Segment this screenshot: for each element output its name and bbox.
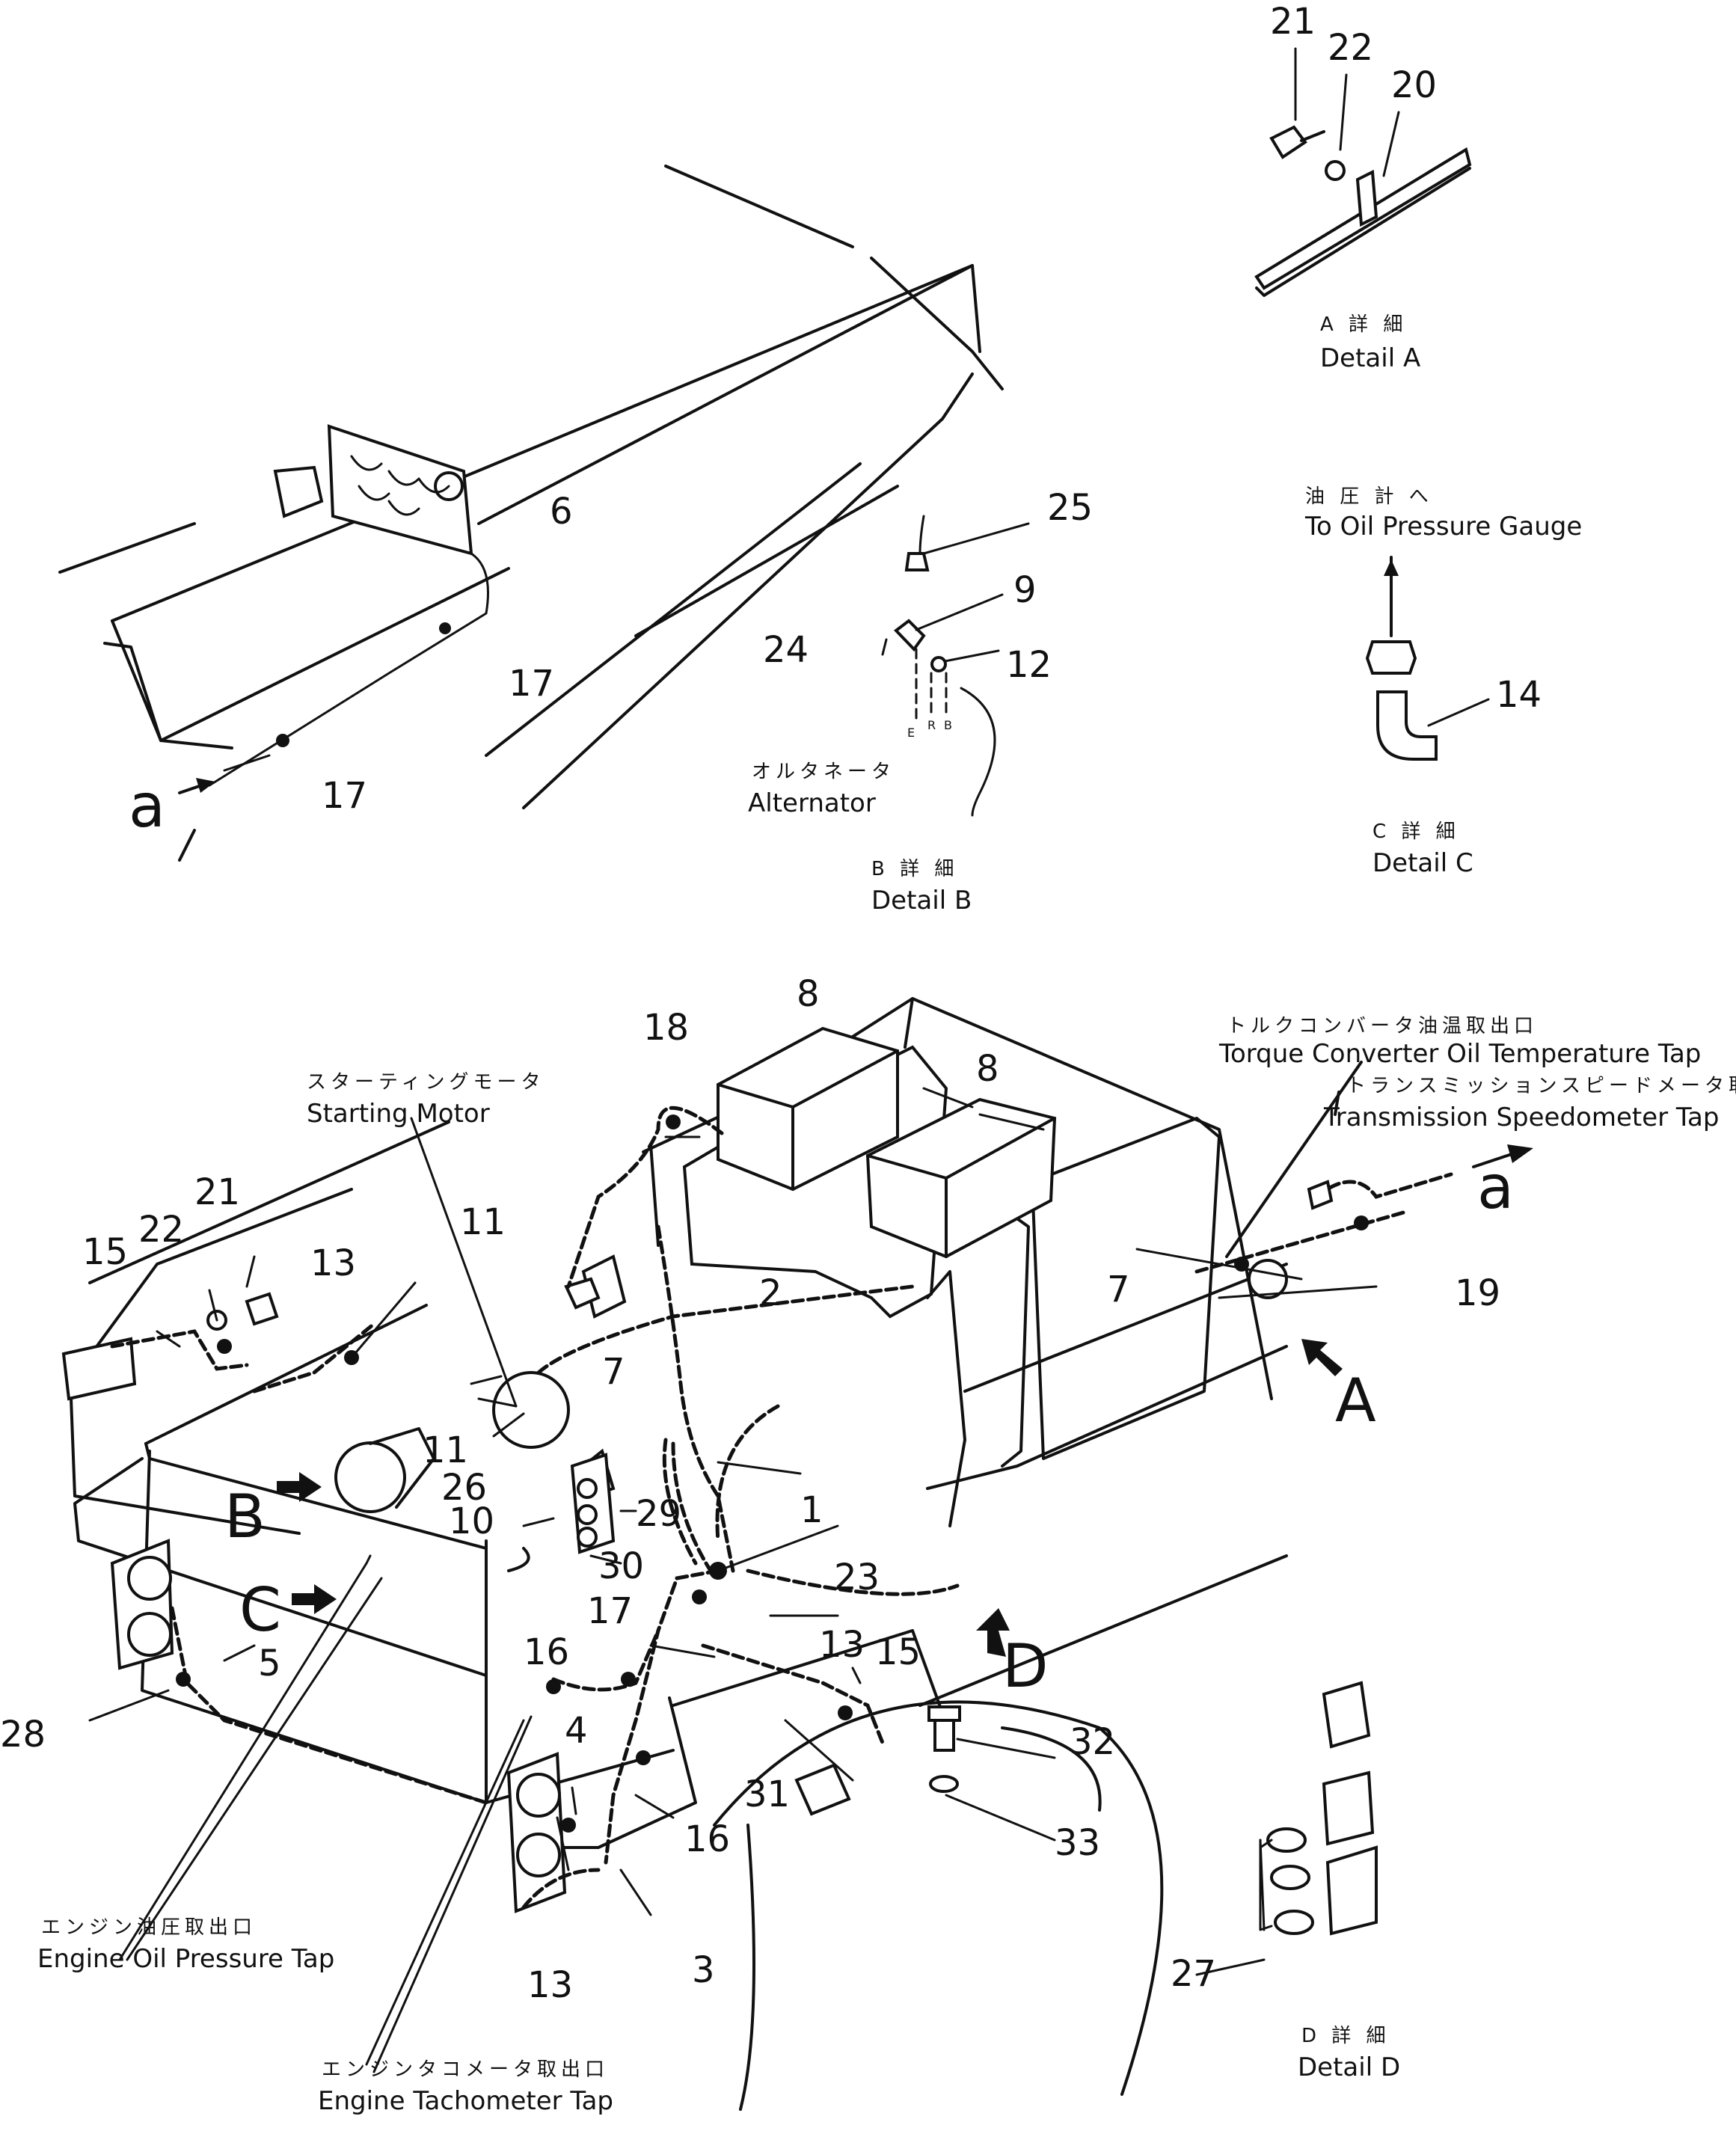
callout-13c: 13 <box>527 1964 573 2006</box>
engine-tach-jp: エンジンタコメータ取出口 <box>322 2058 609 2081</box>
callout-18: 18 <box>643 1007 689 1049</box>
annotations: A 詳 細 Detail A 油 圧 計 へ To Oil Pressure G… <box>37 313 1736 2116</box>
terminal-r: R <box>927 718 936 732</box>
callout-5: 5 <box>258 1643 281 1684</box>
detail-a-jp: A 詳 細 <box>1320 313 1407 336</box>
detail-d-en: Detail D <box>1298 2052 1400 2082</box>
view-marker-a-left: a <box>129 771 165 841</box>
callout-27: 27 <box>1171 1953 1216 1995</box>
callout-17c: 17 <box>587 1590 633 1632</box>
main-chassis-view <box>61 778 1533 2111</box>
detail-c-jp: C 詳 細 <box>1372 821 1460 843</box>
callout-17: 17 <box>509 663 554 705</box>
callout-21: 21 <box>1270 1 1316 43</box>
transmission-jp: トランスミッションスピードメータ取出口 <box>1346 1075 1736 1097</box>
callout-13b: 13 <box>819 1624 865 1666</box>
transmission-en: Transmission Speedometer Tap <box>1323 1103 1719 1132</box>
detail-a-view <box>1254 47 1472 297</box>
callout-21b: 21 <box>194 1171 240 1213</box>
view-markers: a a A B C D <box>129 771 1514 1701</box>
callout-13: 13 <box>310 1242 356 1284</box>
callout-4: 4 <box>565 1710 588 1752</box>
torque-converter-jp: トルクコンバータ油温取出口 <box>1227 1015 1538 1037</box>
detail-b-en: Detail B <box>871 886 972 916</box>
callout-7: 7 <box>602 1351 625 1393</box>
callout-11b: 11 <box>423 1429 468 1471</box>
callout-33: 33 <box>1055 1822 1100 1864</box>
callout-32: 32 <box>1070 1721 1115 1763</box>
callout-6: 6 <box>550 491 573 533</box>
detail-a-en: Detail A <box>1320 343 1420 373</box>
callout-23: 23 <box>834 1557 880 1598</box>
callout-30: 30 <box>598 1545 644 1587</box>
view-marker-a-right: a <box>1477 1153 1514 1222</box>
callout-24: 24 <box>763 629 809 671</box>
upper-fender-view <box>58 165 1004 862</box>
view-marker-A: A <box>1335 1366 1376 1435</box>
callout-8: 8 <box>797 973 820 1015</box>
terminal-e: E <box>907 726 915 740</box>
callout-25: 25 <box>1047 487 1093 529</box>
engine-oil-jp: エンジン油圧取出口 <box>41 1916 257 1939</box>
detail-d-jp: D 詳 細 <box>1301 2025 1390 2047</box>
oil-gauge-jp: 油 圧 計 へ <box>1305 485 1433 508</box>
alternator-en: Alternator <box>748 788 876 818</box>
callout-11: 11 <box>460 1201 506 1243</box>
callout-9: 9 <box>1013 569 1037 611</box>
detail-c-en: Detail C <box>1372 848 1473 878</box>
detail-b-jp: B 詳 細 <box>871 858 958 880</box>
detail-b-view <box>881 515 1030 817</box>
view-marker-D: D <box>1002 1631 1049 1701</box>
callout-17b: 17 <box>322 775 367 817</box>
callout-20: 20 <box>1391 64 1437 106</box>
callout-16b: 16 <box>684 1818 730 1860</box>
callout-3: 3 <box>692 1949 715 1991</box>
detail-c-view <box>1365 556 1490 761</box>
callout-22b: 22 <box>138 1209 184 1251</box>
callout-31: 31 <box>744 1773 790 1815</box>
view-marker-B: B <box>224 1482 266 1551</box>
callout-8b: 8 <box>976 1048 999 1090</box>
callout-10: 10 <box>449 1500 494 1542</box>
callout-15b: 15 <box>875 1631 921 1673</box>
callout-19: 19 <box>1455 1272 1500 1314</box>
callout-29: 29 <box>636 1493 681 1535</box>
view-marker-C: C <box>239 1575 281 1645</box>
callout-2: 2 <box>759 1272 782 1314</box>
callout-numbers: 21 22 20 6 17 17 25 9 24 12 14 18 8 8 11… <box>0 1 1542 2006</box>
oil-gauge-en: To Oil Pressure Gauge <box>1304 512 1582 542</box>
engine-tach-en: Engine Tachometer Tap <box>318 2086 613 2116</box>
starting-motor-en: Starting Motor <box>307 1099 490 1129</box>
callout-26: 26 <box>441 1467 487 1509</box>
callout-12: 12 <box>1006 644 1052 686</box>
alternator-jp: オルタネータ <box>752 761 895 783</box>
torque-converter-en: Torque Converter Oil Temperature Tap <box>1218 1039 1701 1069</box>
engine-oil-en: Engine Oil Pressure Tap <box>37 1944 334 1974</box>
terminal-b: B <box>944 718 952 732</box>
callout-16: 16 <box>524 1631 569 1673</box>
callout-14: 14 <box>1496 674 1542 716</box>
callout-28: 28 <box>0 1714 46 1756</box>
callout-22: 22 <box>1328 27 1373 69</box>
callout-15: 15 <box>82 1231 128 1273</box>
callout-1: 1 <box>800 1489 823 1531</box>
callout-7b: 7 <box>1107 1269 1130 1310</box>
starting-motor-jp: スターティングモータ <box>307 1071 545 1094</box>
